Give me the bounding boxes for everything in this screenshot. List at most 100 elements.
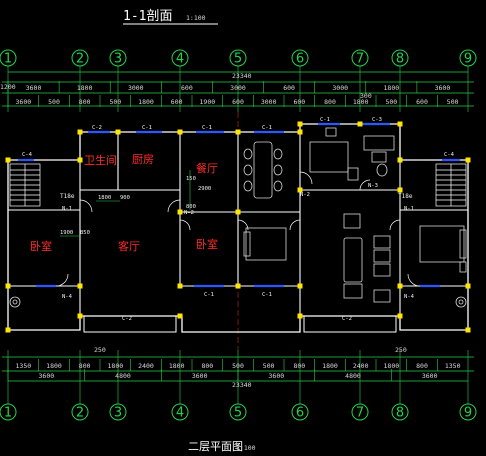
door-swings xyxy=(55,171,421,287)
axis-number: 6 xyxy=(296,52,304,67)
dimension-label: 1800 xyxy=(138,98,154,106)
top-total-dim: 23340 xyxy=(232,72,252,80)
column xyxy=(77,129,83,135)
axis-number: 5 xyxy=(234,406,242,421)
column xyxy=(177,209,183,215)
section-scale: 1:100 xyxy=(186,14,206,22)
bed-mid xyxy=(243,227,287,261)
column xyxy=(177,283,183,289)
tag-c4-right: C-4 xyxy=(444,152,455,158)
dimension-label: 1800 xyxy=(384,84,400,92)
column xyxy=(397,121,403,127)
dimension-label: 600 xyxy=(181,84,193,92)
dimension-label: 3000 xyxy=(332,84,348,92)
stair-left xyxy=(9,163,41,207)
room-bedroom-left: 卧室 xyxy=(30,239,52,253)
dimension-label: 4800 xyxy=(115,372,131,380)
dimension-label: 3600 xyxy=(26,84,42,92)
tag-c2-left: C-2 xyxy=(92,125,102,131)
structural-columns xyxy=(5,121,471,333)
interior-dims xyxy=(60,170,191,237)
dimension-label: 1800 xyxy=(46,362,62,370)
dimension-label: 3600 xyxy=(269,372,285,380)
tag-dim-900: 900 xyxy=(120,195,130,201)
dimension-label: 600 xyxy=(232,98,244,106)
column xyxy=(177,129,183,135)
plan-title: 二层平面图 xyxy=(188,440,243,453)
tag-c1-1: C-1 xyxy=(142,125,152,131)
dimension-label: 2400 xyxy=(138,362,154,370)
tag-c1-2: C-1 xyxy=(202,125,212,131)
axis-number: 5 xyxy=(234,52,242,67)
stair-right xyxy=(435,163,467,207)
column xyxy=(77,313,83,319)
column xyxy=(235,209,241,215)
dimension-label: 1900 xyxy=(200,98,216,106)
axis-number: 1 xyxy=(4,406,12,421)
dimension-label: 3600 xyxy=(39,372,55,380)
tag-c1-4: C-1 xyxy=(320,117,330,123)
dimension-label: 3000 xyxy=(261,98,277,106)
bottom-dim-top-note-right: 250 xyxy=(395,346,407,354)
column xyxy=(235,129,241,135)
dimension-label: 500 xyxy=(48,98,60,106)
plan-scale: 1:100 xyxy=(236,444,256,452)
tag-stair-left: T18e xyxy=(60,193,75,200)
tag-c2-balcony-right: C-2 xyxy=(342,316,352,322)
tag-n2-right: N-2 xyxy=(300,192,310,198)
dimension-label: 3600 xyxy=(16,98,32,106)
dimension-label: 500 xyxy=(385,98,397,106)
axis-number: 8 xyxy=(396,52,404,67)
axis-number: 9 xyxy=(464,52,472,67)
column xyxy=(397,187,403,193)
tag-dim-1900: 1900 xyxy=(60,230,73,236)
dimension-label: 1350 xyxy=(445,362,461,370)
axis-number: 2 xyxy=(76,52,84,67)
axis-number: 3 xyxy=(114,52,122,67)
axis-number: 9 xyxy=(464,406,472,421)
dimension-label: 600 xyxy=(283,84,295,92)
axis-number: 1 xyxy=(4,52,12,67)
axis-number: 3 xyxy=(114,406,122,421)
bottom-dim-top-note: 250 xyxy=(94,346,106,354)
tag-n4-right: N-4 xyxy=(404,294,415,300)
bed-right xyxy=(419,225,467,273)
dimension-label: 800 xyxy=(416,362,428,370)
axis-number: 7 xyxy=(356,52,364,67)
room-bath: 卫生间 xyxy=(84,153,117,167)
column xyxy=(297,129,303,135)
column xyxy=(5,283,11,289)
column xyxy=(297,121,303,127)
column xyxy=(397,157,403,163)
tag-c4-left: C-4 xyxy=(22,152,33,158)
dimension-label: 1800 xyxy=(384,362,400,370)
dimension-label: 1800 xyxy=(77,84,93,92)
room-kitchen: 厨房 xyxy=(132,153,154,166)
top-dim-mid-note: 300 xyxy=(360,92,372,100)
column xyxy=(77,283,83,289)
column xyxy=(177,313,183,319)
dimension-label: 800 xyxy=(324,98,336,106)
dimension-label: 500 xyxy=(232,362,244,370)
dimension-label: 3000 xyxy=(128,84,144,92)
kitchen-fixtures xyxy=(309,127,359,181)
balconies xyxy=(83,315,397,333)
tag-n3: N-3 xyxy=(368,183,378,189)
bath-fixtures xyxy=(363,135,395,177)
dimension-label: 600 xyxy=(293,98,305,106)
dimension-label: 500 xyxy=(263,362,275,370)
dimension-label: 1800 xyxy=(108,362,124,370)
dimension-label: 1800 xyxy=(353,98,369,106)
dimension-label: 800 xyxy=(201,362,213,370)
toilet-fixtures-sw xyxy=(9,296,467,308)
tag-n1-left: N-1 xyxy=(62,206,72,212)
tag-c1-bottom-2: C-1 xyxy=(262,292,272,298)
top-dim-left-edge: 1200 xyxy=(0,83,16,91)
top-dimension-lines xyxy=(2,71,474,107)
room-living: 客厅 xyxy=(118,239,140,253)
tag-c2-balcony-left: C-2 xyxy=(122,316,132,322)
